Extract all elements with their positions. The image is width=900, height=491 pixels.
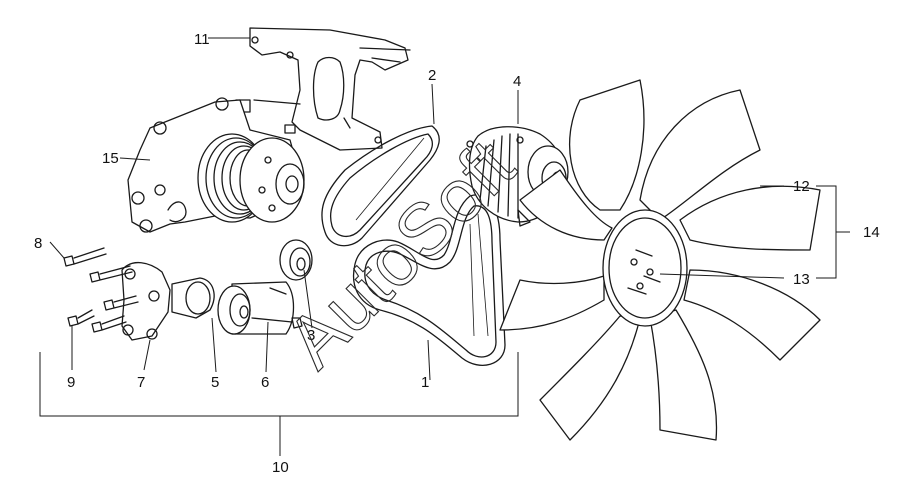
callout-5: 5 [211,374,219,391]
callout-8: 8 [34,235,42,252]
tensioner-pulley [217,281,303,335]
callout-2: 2 [428,67,436,84]
alternator [466,126,569,227]
callout-1: 1 [421,374,429,391]
callout-15: 15 [102,150,119,167]
mounting-bracket [235,27,411,151]
callout-labels: 11 2 4 15 8 12 14 13 3 1 9 7 5 6 10 [34,31,880,476]
callout-10: 10 [272,459,289,476]
callout-13: 13 [793,271,810,288]
tensioner-bracket [121,262,215,341]
callout-11: 11 [194,31,210,48]
callout-6: 6 [261,374,269,391]
callout-14: 14 [863,224,880,241]
leader-lines [39,37,850,456]
callout-3: 3 [307,327,315,344]
callout-7: 7 [137,374,145,391]
cooling-fan [499,79,821,441]
bolts [63,247,139,333]
callout-4: 4 [513,73,521,90]
callout-9: 9 [67,374,75,391]
main-drive-belt [352,194,506,366]
upper-belt [321,125,440,247]
idler-pulley [279,239,313,281]
callout-12: 12 [793,178,810,195]
water-pump-assembly [127,97,305,233]
